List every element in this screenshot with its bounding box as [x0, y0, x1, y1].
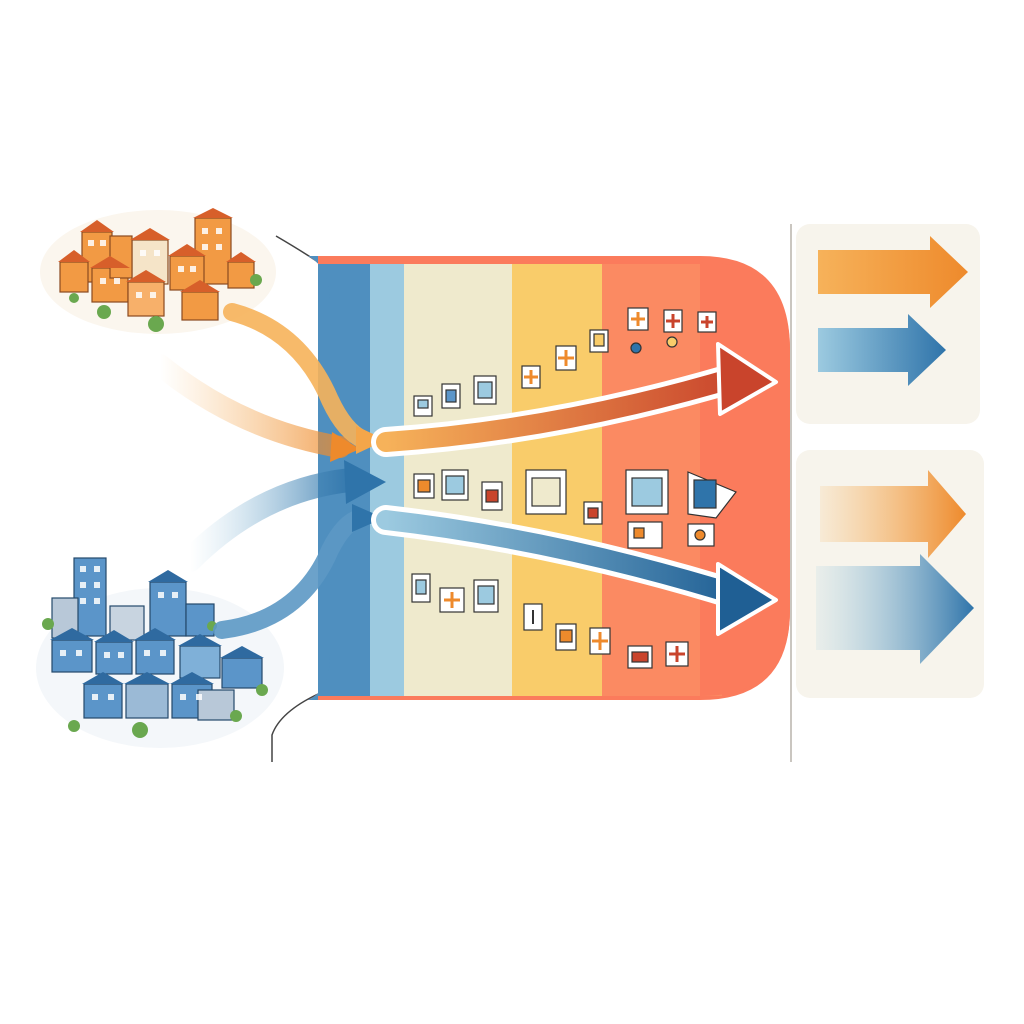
- incoming-blue-lower-head: [352, 504, 384, 532]
- document-icon: [413, 469, 737, 549]
- incoming-flows: [149, 303, 386, 639]
- incoming-blue-lower: [213, 509, 369, 639]
- incoming-orange-main: [223, 303, 373, 449]
- flow-upper-head: [716, 342, 778, 416]
- tag-icon: [411, 573, 689, 669]
- outcome-panel-top: [796, 224, 980, 424]
- incoming-orange-soft: [149, 354, 351, 458]
- outcome-arrow-blue-bottom: [816, 554, 974, 664]
- outcome-arrow-blue-top: [818, 314, 946, 386]
- incoming-orange-main-head: [356, 426, 386, 454]
- incoming-blue-upper: [178, 468, 362, 572]
- blue-neighborhood-icon: [36, 557, 284, 748]
- box-icon: [413, 307, 717, 417]
- incoming-orange-soft-head: [330, 432, 360, 462]
- orange-neighborhood-icon: [40, 208, 276, 334]
- outcome-arrow-orange-bottom: [820, 470, 966, 558]
- flow-lower-head: [716, 562, 778, 636]
- incoming-blue-upper-head: [344, 460, 386, 504]
- outcome-panel-bottom: [796, 450, 984, 698]
- outcome-arrow-orange-top: [818, 236, 968, 308]
- bracket-bottom-line: [271, 693, 319, 762]
- stage-icons: [411, 307, 737, 669]
- outgoing-flows: [371, 342, 778, 636]
